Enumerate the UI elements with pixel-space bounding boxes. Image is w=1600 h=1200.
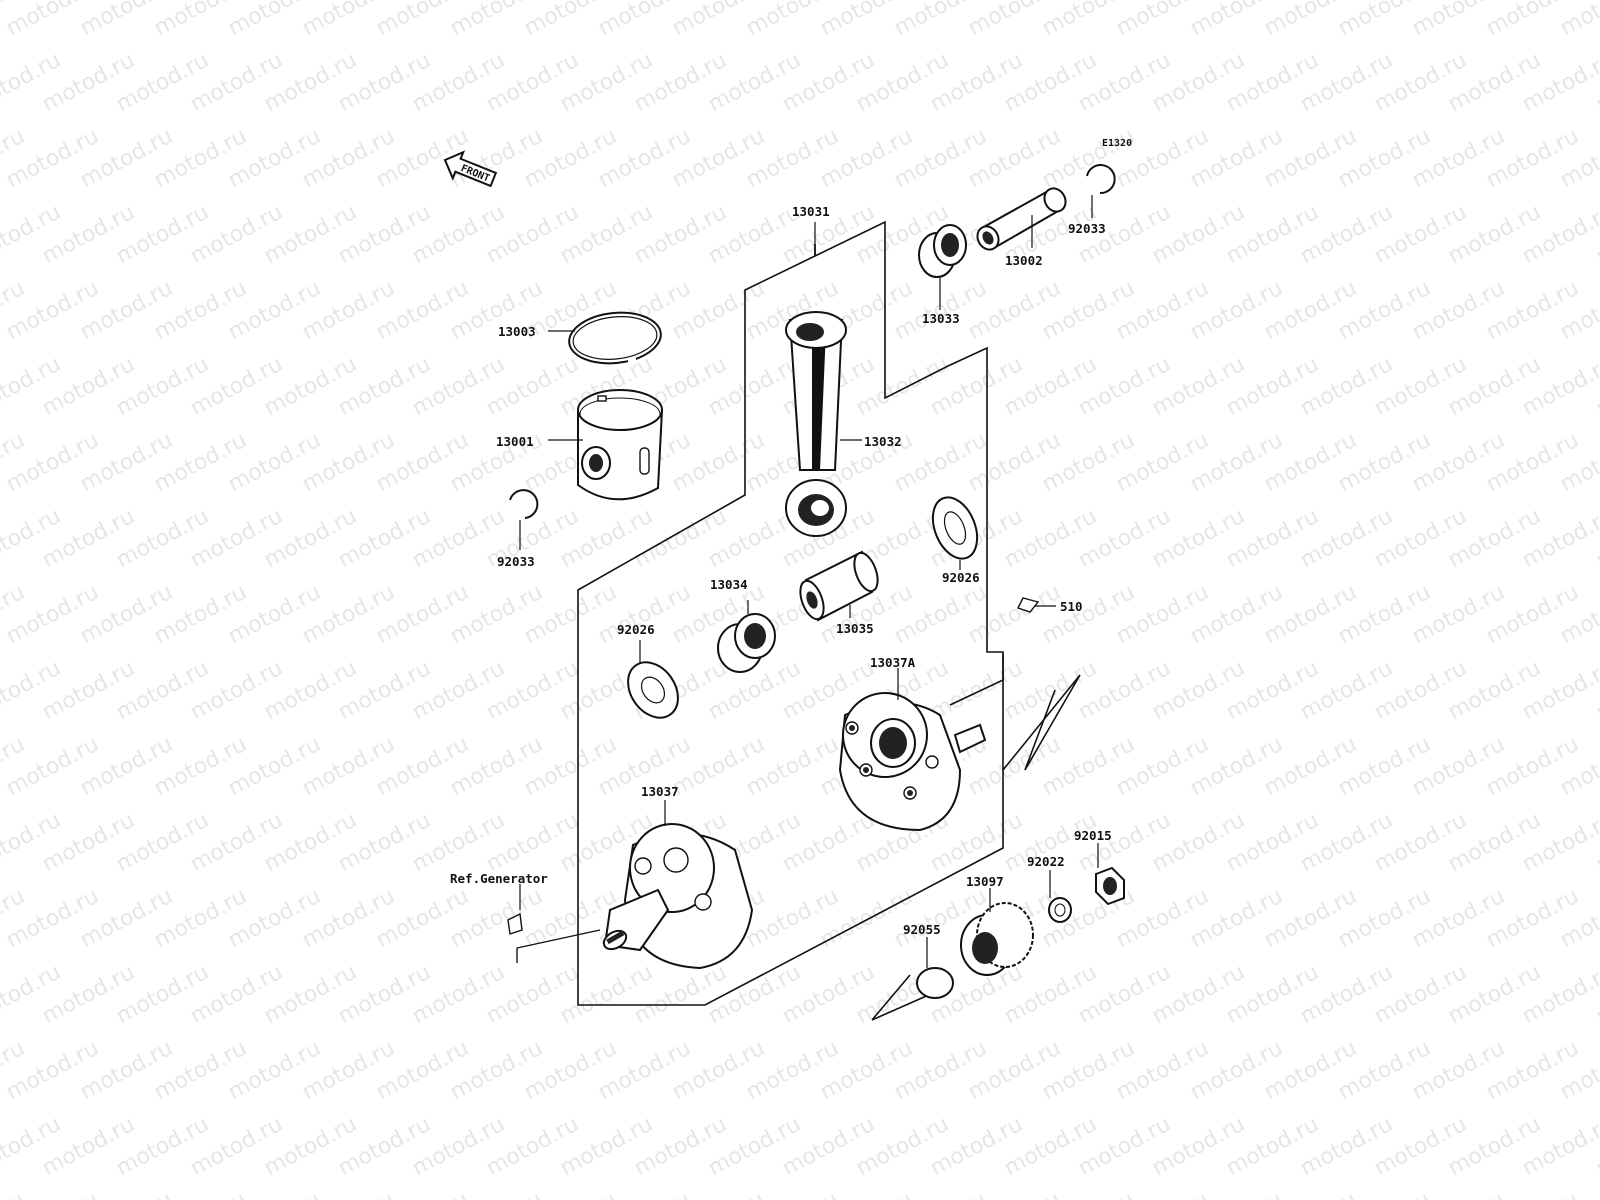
generator-key xyxy=(507,912,523,935)
label-13032[interactable]: 13032 xyxy=(864,434,902,449)
nut-92015 xyxy=(1095,866,1125,906)
label-13002[interactable]: 13002 xyxy=(1005,253,1043,268)
label-13003[interactable]: 13003 xyxy=(498,324,536,339)
thrust-washer-92026-right xyxy=(931,496,979,560)
crank-half-13037 xyxy=(602,823,754,970)
part-labels: 13031 13003 13001 92033 13032 13002 9203… xyxy=(450,204,1112,937)
label-92033-left[interactable]: 92033 xyxy=(497,554,535,569)
o-ring-92055 xyxy=(916,967,954,999)
label-13037A[interactable]: 13037A xyxy=(870,655,916,670)
label-92033-right[interactable]: 92033 xyxy=(1068,221,1106,236)
label-92055[interactable]: 92055 xyxy=(903,922,941,937)
diagram-code: E1320 xyxy=(1102,138,1132,149)
label-92026-left[interactable]: 92026 xyxy=(617,622,655,637)
connecting-rod-13032 xyxy=(785,311,847,537)
assembly-outline xyxy=(577,220,1004,1006)
piston-pin-13002 xyxy=(976,187,1067,251)
thrust-washer-92026-left xyxy=(627,661,679,719)
label-92022[interactable]: 92022 xyxy=(1027,854,1065,869)
piston-13001 xyxy=(577,389,664,501)
watermark-text: motod.ru xyxy=(0,1188,29,1200)
label-13037[interactable]: 13037 xyxy=(641,784,679,799)
label-13034[interactable]: 13034 xyxy=(710,577,748,592)
piston-ring-13003 xyxy=(568,311,662,365)
needle-bearing-13034 xyxy=(717,613,776,673)
woodruff-key-510 xyxy=(1017,597,1040,613)
label-13031[interactable]: 13031 xyxy=(792,204,830,219)
label-13001[interactable]: 13001 xyxy=(496,434,534,449)
gear-13097 xyxy=(960,902,1034,976)
crank-pin-13035 xyxy=(799,550,879,622)
circlip-92033-right xyxy=(1086,164,1116,195)
circlip-92033-left xyxy=(509,489,539,519)
label-13033[interactable]: 13033 xyxy=(922,311,960,326)
label-92015[interactable]: 92015 xyxy=(1074,828,1112,843)
washer-92022 xyxy=(1048,897,1072,923)
label-92026-right[interactable]: 92026 xyxy=(942,570,980,585)
label-510[interactable]: 510 xyxy=(1060,599,1083,614)
needle-bearing-13033 xyxy=(918,224,967,278)
label-13035[interactable]: 13035 xyxy=(836,621,874,636)
crank-half-13037A xyxy=(838,692,987,832)
label-13097[interactable]: 13097 xyxy=(966,874,1004,889)
label-ref-generator[interactable]: Ref.Generator xyxy=(450,871,548,886)
watermark-text: motod.ru xyxy=(1556,0,1600,41)
